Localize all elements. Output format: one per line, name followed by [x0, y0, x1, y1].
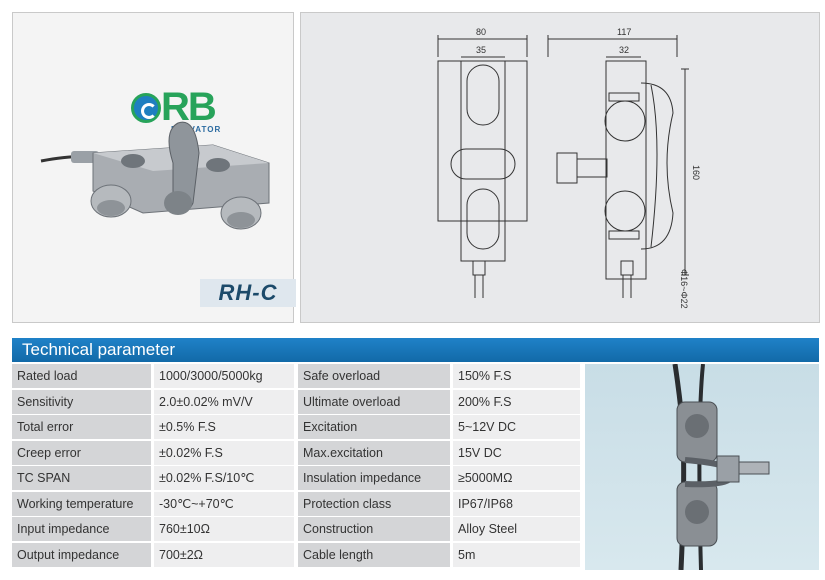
dim-width-80: 80	[476, 27, 486, 37]
param-value: ≥5000MΩ	[453, 466, 580, 490]
param-label: Working temperature	[12, 491, 151, 516]
param-value: ±0.02% F.S	[154, 440, 294, 465]
dimension-drawing: 80 35 117 32 160 Φ16~Φ22	[437, 27, 701, 309]
dim-width-35: 35	[476, 45, 486, 55]
param-value: 200% F.S	[453, 389, 580, 414]
table-row: Rated load 1000/3000/5000kg Safe overloa…	[12, 364, 580, 390]
param-value: 760±10Ω	[154, 517, 294, 541]
param-label: Construction	[298, 517, 450, 541]
dim-cable-diameter: Φ16~Φ22	[679, 269, 689, 309]
param-value: 5m	[453, 542, 580, 567]
param-label: Protection class	[298, 491, 450, 516]
param-label: Creep error	[12, 440, 151, 465]
table-row: Sensitivity 2.0±0.02% mV/V Ultimate over…	[12, 389, 580, 416]
logo-text: RB	[161, 85, 217, 129]
product-photo-panel: RB ELEVATOR	[12, 12, 294, 323]
param-label: Max.excitation	[298, 440, 450, 465]
param-label: Cable length	[298, 542, 450, 567]
table-row: TC SPAN ±0.02% F.S/10℃ Insulation impeda…	[12, 466, 580, 492]
param-label: Safe overload	[298, 364, 450, 388]
param-label: TC SPAN	[12, 466, 151, 490]
technical-drawing-panel: 80 35 117 32 160 Φ16~Φ22	[300, 12, 820, 323]
section-header: Technical parameter	[12, 338, 819, 362]
parameter-table: Rated load 1000/3000/5000kg Safe overloa…	[12, 364, 580, 568]
param-label: Output impedance	[12, 542, 151, 567]
param-value: 700±2Ω	[154, 542, 294, 567]
param-label: Excitation	[298, 415, 450, 439]
table-row: Input impedance 760±10Ω Construction All…	[12, 517, 580, 543]
param-value: 150% F.S	[453, 364, 580, 388]
section-title: Technical parameter	[22, 340, 176, 359]
logo-subtitle: ELEVATOR	[171, 125, 222, 134]
param-value: Alloy Steel	[453, 517, 580, 541]
param-value: 5~12V DC	[453, 415, 580, 439]
param-value: IP67/IP68	[453, 491, 580, 516]
table-row: Output impedance 700±2Ω Cable length 5m	[12, 542, 580, 569]
param-value: ±0.02% F.S/10℃	[154, 466, 294, 490]
param-value: -30℃~+70℃	[154, 491, 294, 516]
param-label: Input impedance	[12, 517, 151, 541]
logo-emblem-icon	[131, 93, 161, 123]
param-value: 1000/3000/5000kg	[154, 364, 294, 388]
dim-width-117: 117	[617, 27, 631, 37]
installed-load-cell-image	[672, 363, 770, 571]
param-label: Total error	[12, 415, 151, 439]
table-row: Total error ±0.5% F.S Excitation 5~12V D…	[12, 415, 580, 441]
dim-width-32: 32	[619, 45, 629, 55]
param-label: Rated load	[12, 364, 151, 388]
param-label: Ultimate overload	[298, 389, 450, 414]
param-label: Sensitivity	[12, 389, 151, 414]
orb-logo: RB ELEVATOR	[131, 85, 241, 147]
installation-photo	[585, 363, 819, 571]
param-value: 2.0±0.02% mV/V	[154, 389, 294, 414]
table-row: Working temperature -30℃~+70℃ Protection…	[12, 491, 580, 518]
param-value: ±0.5% F.S	[154, 415, 294, 439]
load-cell-photo	[40, 121, 270, 230]
param-value: 15V DC	[453, 440, 580, 465]
dim-height-160: 160	[691, 165, 701, 180]
model-badge: RH-C	[200, 279, 296, 307]
table-row: Creep error ±0.02% F.S Max.excitation 15…	[12, 440, 580, 467]
param-label: Insulation impedance	[298, 466, 450, 490]
